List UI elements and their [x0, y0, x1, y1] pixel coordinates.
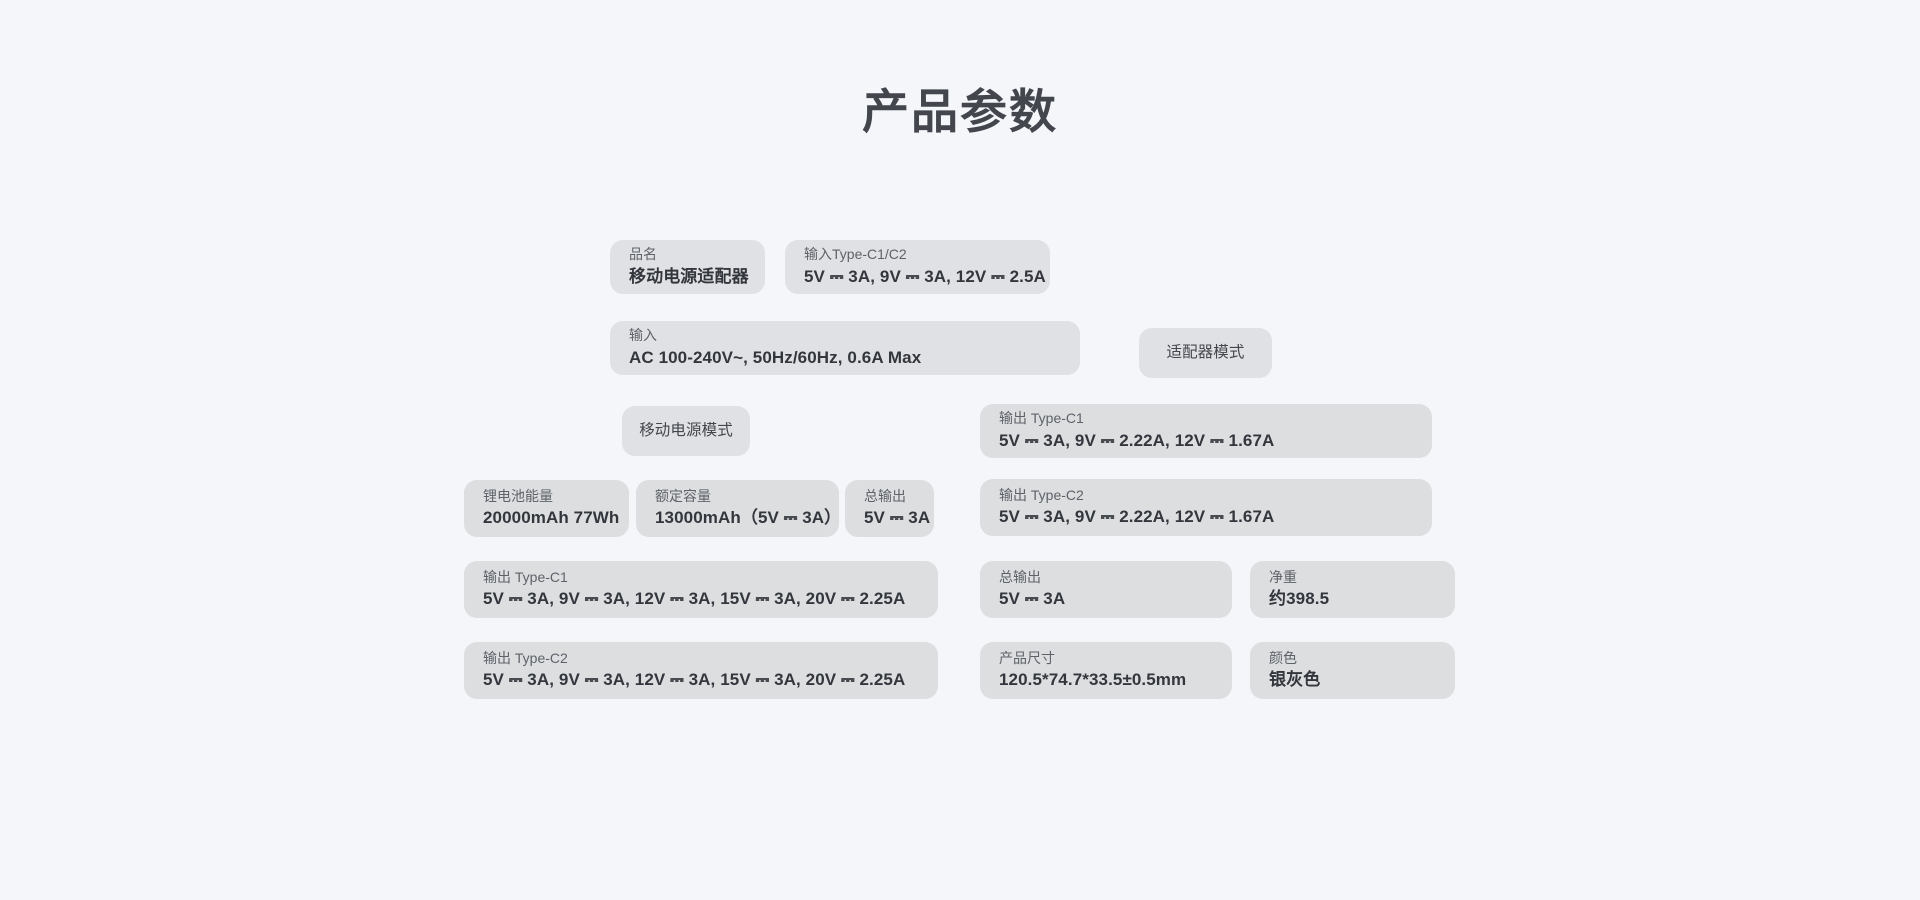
spec-value-total-output-wide: 5V ⎓ 3A: [999, 589, 1066, 609]
spec-card-battery-energy: 锂电池能量 20000mAh 77Wh: [464, 480, 629, 537]
spec-card-brand: 品名 移动电源适配器: [610, 240, 765, 294]
spec-label-input-typec: 输入Type-C1/C2: [804, 246, 907, 263]
spec-value-input-typec: 5V ⎓ 3A, 9V ⎓ 3A, 12V ⎓ 2.5A: [804, 266, 1046, 286]
spec-label-total-output-wide: 总输出: [999, 568, 1041, 585]
spec-label-color: 颜色: [1269, 649, 1297, 666]
spec-value-adapter-out-c1: 5V ⎓ 3A, 9V ⎓ 2.22A, 12V ⎓ 1.67A: [999, 430, 1275, 450]
spec-label-pb-out-c1: 输出 Type-C1: [483, 568, 568, 585]
spec-label-net-weight: 净重: [1269, 568, 1297, 585]
spec-card-product-size: 产品尺寸 120.5*74.7*33.5±0.5mm: [980, 642, 1232, 699]
spec-card-adapter-out-c1: 输出 Type-C1 5V ⎓ 3A, 9V ⎓ 2.22A, 12V ⎓ 1.…: [980, 404, 1432, 458]
spec-label-input-ac: 输入: [629, 327, 657, 344]
spec-value-battery-energy: 20000mAh 77Wh: [483, 508, 620, 528]
spec-value-adapter-out-c2: 5V ⎓ 3A, 9V ⎓ 2.22A, 12V ⎓ 1.67A: [999, 507, 1275, 527]
spec-label-adapter-out-c1: 输出 Type-C1: [999, 410, 1084, 427]
spec-label-product-size: 产品尺寸: [999, 649, 1055, 666]
spec-card-total-output-wide: 总输出 5V ⎓ 3A: [980, 561, 1232, 618]
spec-card-input-typec: 输入Type-C1/C2 5V ⎓ 3A, 9V ⎓ 3A, 12V ⎓ 2.5…: [785, 240, 1050, 294]
spec-value-input-ac: AC 100-240V~, 50Hz/60Hz, 0.6A Max: [629, 347, 922, 367]
spec-value-adapter-mode: 适配器模式: [1166, 344, 1245, 361]
spec-label-brand: 品名: [629, 246, 657, 263]
spec-value-net-weight: 约398.5: [1269, 589, 1330, 609]
spec-value-total-output-small: 5V ⎓ 3A: [864, 508, 931, 528]
spec-value-pb-out-c2: 5V ⎓ 3A, 9V ⎓ 3A, 12V ⎓ 3A, 15V ⎓ 3A, 20…: [483, 670, 906, 690]
spec-label-rated-capacity: 额定容量: [655, 487, 711, 504]
spec-label-pb-out-c2: 输出 Type-C2: [483, 649, 568, 666]
spec-card-input-ac: 输入 AC 100-240V~, 50Hz/60Hz, 0.6A Max: [610, 321, 1080, 375]
spec-value-brand: 移动电源适配器: [629, 266, 749, 286]
spec-label-adapter-out-c2: 输出 Type-C2: [999, 486, 1084, 503]
spec-card-pb-out-c1: 输出 Type-C1 5V ⎓ 3A, 9V ⎓ 3A, 12V ⎓ 3A, 1…: [464, 561, 938, 618]
spec-card-adapter-out-c2: 输出 Type-C2 5V ⎓ 3A, 9V ⎓ 2.22A, 12V ⎓ 1.…: [980, 479, 1432, 536]
spec-card-powerbank-mode: 移动电源模式: [622, 406, 750, 456]
spec-value-product-size: 120.5*74.7*33.5±0.5mm: [999, 670, 1187, 690]
page-title: 产品参数: [862, 85, 1058, 138]
spec-card-net-weight: 净重 约398.5: [1250, 561, 1455, 618]
spec-card-color: 颜色 银灰色: [1250, 642, 1455, 699]
spec-value-pb-out-c1: 5V ⎓ 3A, 9V ⎓ 3A, 12V ⎓ 3A, 15V ⎓ 3A, 20…: [483, 589, 906, 609]
spec-card-rated-capacity: 额定容量 13000mAh（5V ⎓ 3A）: [636, 480, 842, 537]
spec-value-color: 银灰色: [1269, 670, 1321, 690]
spec-card-total-output-small: 总输出 5V ⎓ 3A: [845, 480, 934, 537]
spec-value-rated-capacity: 13000mAh（5V ⎓ 3A）: [655, 508, 842, 528]
spec-card-adapter-mode: 适配器模式: [1139, 328, 1272, 378]
spec-value-powerbank-mode: 移动电源模式: [639, 422, 733, 439]
spec-label-battery-energy: 锂电池能量: [483, 487, 553, 504]
spec-label-total-output-small: 总输出: [864, 487, 906, 504]
spec-card-pb-out-c2: 输出 Type-C2 5V ⎓ 3A, 9V ⎓ 3A, 12V ⎓ 3A, 1…: [464, 642, 938, 699]
